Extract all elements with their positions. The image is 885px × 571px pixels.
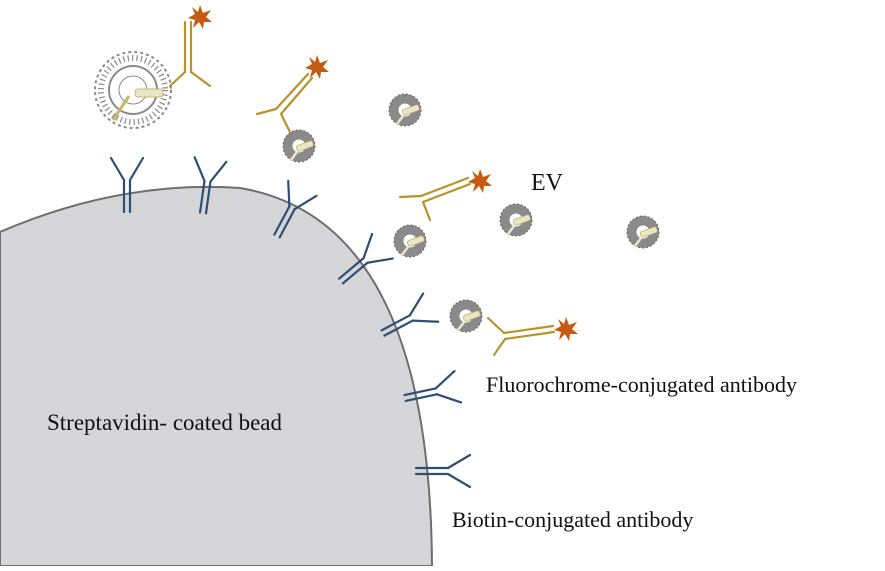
fluorochrome-star	[305, 55, 329, 79]
fluorochrome-antibody-label: Fluorochrome-conjugated antibody	[486, 372, 797, 397]
fluorochrome-antibody-3	[398, 176, 472, 222]
fluorochrome-antibody-top	[168, 20, 212, 88]
ev-small	[387, 92, 423, 128]
streptavidin-bead	[0, 185, 434, 567]
biotin-antibody-label: Biotin-conjugated antibody	[452, 507, 694, 532]
ev-label: EV	[531, 170, 563, 196]
fluorochrome-star	[554, 317, 578, 341]
ev-small	[448, 298, 484, 334]
bead-label: Streptavidin- coated bead	[47, 410, 283, 435]
ev-small	[498, 202, 534, 238]
fluorochrome-star	[468, 169, 492, 193]
ev-large	[94, 51, 172, 129]
ev-small	[392, 223, 428, 259]
ev-small	[625, 214, 661, 250]
fluorochrome-antibody-2	[255, 72, 314, 134]
ev-small	[281, 128, 317, 164]
fluorochrome-antibody-4	[486, 316, 556, 357]
